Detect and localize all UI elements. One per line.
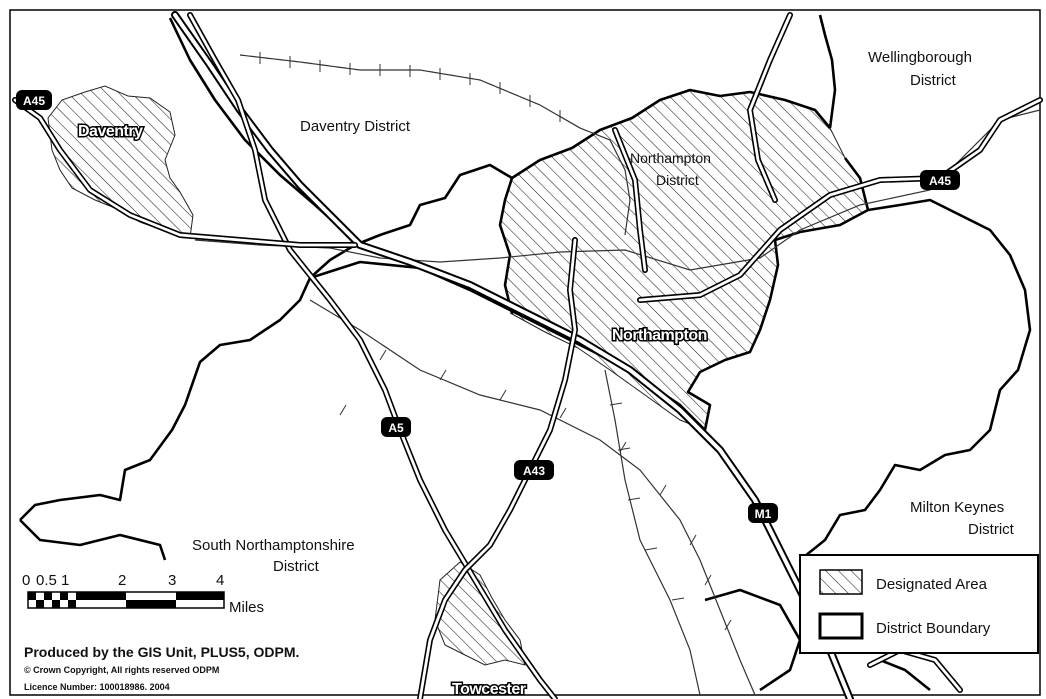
credit-line-3: Licence Number: 100018986. 2004 xyxy=(24,682,170,692)
label-milton-keynes-line2: District xyxy=(968,521,1015,538)
town-daventry: Daventry xyxy=(78,123,143,140)
svg-text:A43: A43 xyxy=(523,464,545,478)
shield-a45-west: A45 xyxy=(16,90,52,110)
scale-bar: 0 0.5 1 2 3 4 Miles xyxy=(22,572,264,616)
scale-tick-1: 1 xyxy=(61,572,69,589)
railway-daventry-loop xyxy=(194,109,1041,271)
legend-boundary-swatch xyxy=(818,612,864,640)
scale-tick-3: 3 xyxy=(168,572,176,589)
town-labels: Daventry Northampton Towcester xyxy=(77,122,709,699)
svg-text:A45: A45 xyxy=(23,94,45,108)
credit-line-2: © Crown Copyright, All rights reserved O… xyxy=(24,665,219,675)
svg-text:A45: A45 xyxy=(929,174,951,188)
svg-text:M1: M1 xyxy=(755,507,772,521)
boundary-wellingborough-south xyxy=(799,157,1032,562)
district-labels: Daventry District Wellingborough Distric… xyxy=(192,49,1015,575)
credit-line-1: Produced by the GIS Unit, PLUS5, ODPM. xyxy=(24,644,299,660)
label-milton-keynes-line1: Milton Keynes xyxy=(910,499,1004,516)
roads xyxy=(12,11,1043,699)
district-boundaries xyxy=(19,14,1032,692)
label-wellingborough-line2: District xyxy=(910,72,957,89)
designated-area-towcester xyxy=(434,561,526,666)
legend: Designated Area District Boundary xyxy=(799,554,1039,654)
scale-tick-0-5: 0.5 xyxy=(36,572,57,589)
svg-text:A5: A5 xyxy=(388,421,404,435)
railway-ticks xyxy=(259,52,732,631)
shield-a5: A5 xyxy=(381,417,411,437)
boundary-daventry-northampton xyxy=(354,163,514,315)
town-towcester: Towcester xyxy=(452,681,526,698)
label-south-northants-line1: South Northamptonshire xyxy=(192,537,355,554)
railways xyxy=(194,54,1041,696)
boundary-northampton-north xyxy=(511,88,831,180)
boundary-south-northants-west-2 xyxy=(19,519,167,561)
railway-south-west xyxy=(309,299,756,696)
label-northampton-district-line1: Northampton xyxy=(630,150,711,166)
scale-unit: Miles xyxy=(229,599,264,616)
legend-boundary-label: District Boundary xyxy=(876,620,991,637)
boundary-south-east xyxy=(704,588,802,692)
boundary-south-northants-west xyxy=(19,243,356,521)
label-daventry-district: Daventry District xyxy=(300,118,411,135)
railway-north xyxy=(239,54,631,236)
credits: Produced by the GIS Unit, PLUS5, ODPM. ©… xyxy=(24,644,299,692)
boundary-northampton-east xyxy=(686,208,869,431)
boundary-wellingborough-west xyxy=(818,14,837,129)
label-wellingborough-line1: Wellingborough xyxy=(868,49,972,66)
label-northampton-district-line2: District xyxy=(656,172,699,188)
scale-tick-0: 0 xyxy=(22,572,30,589)
shield-a43: A43 xyxy=(514,460,554,480)
railway-south xyxy=(604,369,701,696)
label-south-northants-line2: District xyxy=(273,558,320,575)
shield-m1: M1 xyxy=(748,503,778,523)
town-northampton: Northampton xyxy=(612,327,707,344)
legend-designated-swatch xyxy=(819,569,863,595)
boundary-south-east-2 xyxy=(879,658,931,692)
designated-area-daventry xyxy=(47,85,194,239)
scale-tick-4: 4 xyxy=(216,572,224,589)
legend-designated-label: Designated Area xyxy=(876,576,988,593)
road-shields: A45 A45 A5 A43 M1 xyxy=(16,90,960,523)
scale-bar-graphic xyxy=(27,591,225,609)
scale-tick-2: 2 xyxy=(118,572,126,589)
map-frame xyxy=(9,9,1041,696)
shield-a45-east: A45 xyxy=(920,170,960,190)
